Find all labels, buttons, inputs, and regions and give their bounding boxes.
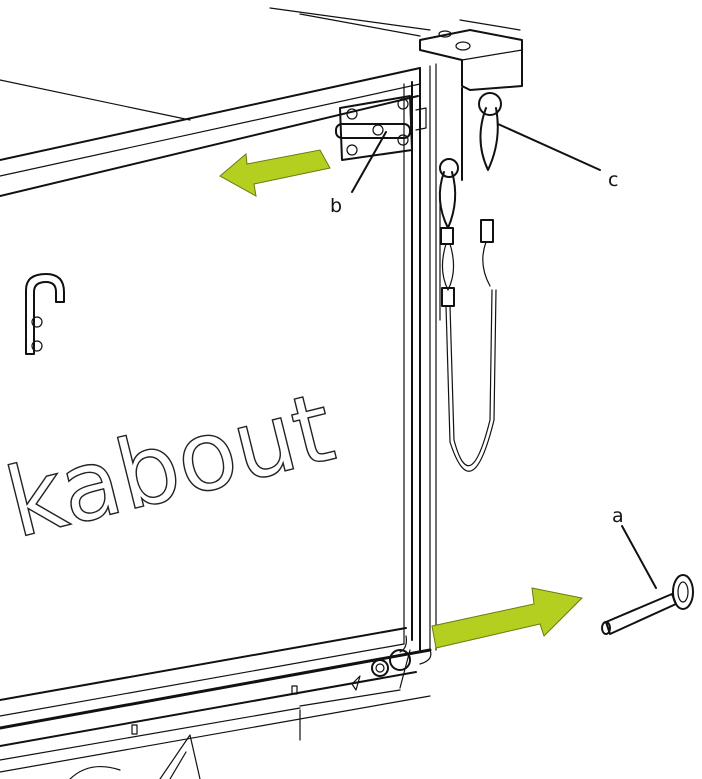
storage-hook	[25, 273, 65, 355]
corner-cap	[419, 29, 523, 91]
slide-bolt-latch	[335, 95, 427, 161]
lid-outline	[0, 7, 521, 197]
callout-c: c	[608, 169, 618, 191]
corner-post	[399, 63, 463, 665]
brand-text: kabout	[0, 371, 344, 560]
callout-b: b	[330, 195, 342, 217]
bottom-rails	[0, 627, 432, 779]
arrow-left-icon	[219, 149, 331, 197]
arrow-right-icon	[431, 587, 584, 649]
removable-pin	[601, 574, 694, 635]
leader-lines	[351, 123, 657, 589]
safety-cables	[438, 92, 502, 472]
callout-a: a	[612, 505, 624, 527]
